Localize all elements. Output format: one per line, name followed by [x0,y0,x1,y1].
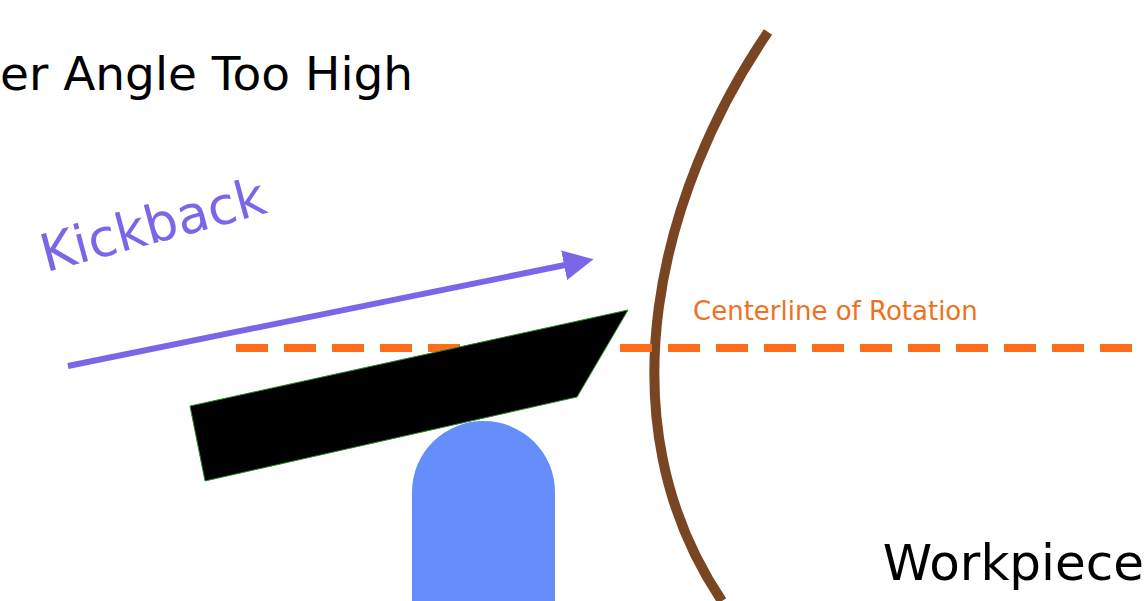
lathe-tool [190,310,628,481]
centerline [236,344,1148,352]
tool-rest [412,421,555,601]
diagram-title: er Angle Too High [0,50,413,97]
centerline-label: Centerline of Rotation [693,298,978,324]
kickback-label: Kickback [35,170,271,280]
workpiece-label: Workpiece [883,538,1144,588]
